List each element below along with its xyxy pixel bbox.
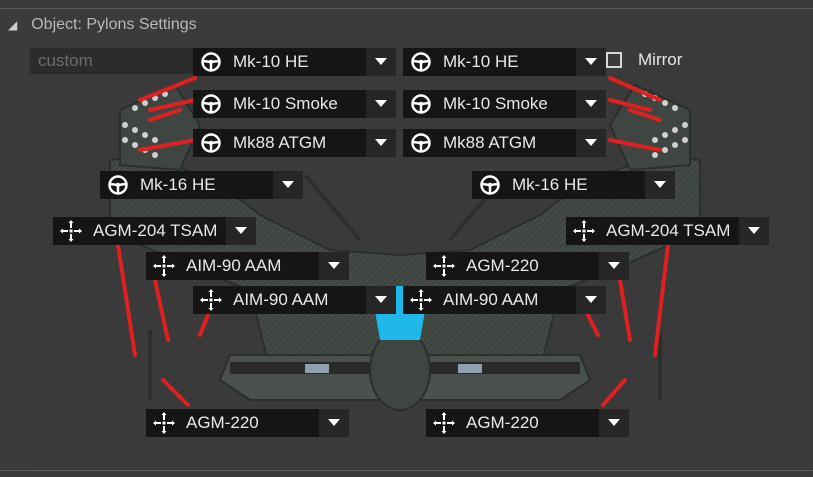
- pylon-weapon-label: AIM-90 AAM: [186, 256, 282, 275]
- pylon-7-dropdown[interactable]: Mk-16 HE: [100, 171, 303, 199]
- chevron-down-icon[interactable]: [576, 286, 606, 314]
- pylon-weapon-label: Mk-10 Smoke: [233, 94, 338, 113]
- pylon-6-dropdown[interactable]: Mk88 ATGM: [403, 129, 606, 157]
- steering-wheel-icon: [193, 90, 229, 118]
- crosshair-icon: [193, 286, 229, 314]
- pylon-weapon-label: AGM-220: [186, 413, 259, 432]
- pylon-5-dropdown[interactable]: Mk88 ATGM: [193, 129, 396, 157]
- steering-wheel-icon: [403, 90, 439, 118]
- panel-bottom-divider: [0, 470, 813, 471]
- mirror-toggle[interactable]: Mirror: [606, 50, 682, 70]
- crosshair-icon: [146, 252, 182, 280]
- steering-wheel-icon: [403, 129, 439, 157]
- pylon-weapon-label: AIM-90 AAM: [443, 290, 539, 309]
- pylon-weapon-label: Mk-10 HE: [443, 52, 519, 71]
- collapse-triangle-icon[interactable]: ◢: [8, 18, 18, 32]
- panel-header[interactable]: ◢ Object: Pylons Settings: [8, 14, 197, 36]
- pylon-weapon-label: AGM-204 TSAM: [606, 221, 731, 240]
- crosshair-icon: [53, 217, 89, 245]
- steering-wheel-icon: [193, 129, 229, 157]
- steering-wheel-icon: [472, 171, 508, 199]
- pylon-12-dropdown[interactable]: AGM-220: [426, 252, 629, 280]
- pylon-weapon-label: Mk-16 HE: [140, 175, 216, 194]
- pylon-15-dropdown[interactable]: AGM-220: [146, 409, 349, 437]
- pylon-weapon-label: Mk88 ATGM: [443, 133, 537, 152]
- pylon-weapon-label: AGM-220: [466, 256, 539, 275]
- crosshair-icon: [146, 409, 182, 437]
- chevron-down-icon[interactable]: [739, 217, 769, 245]
- pylon-4-dropdown[interactable]: Mk-10 Smoke: [403, 90, 606, 118]
- pylon-16-dropdown[interactable]: AGM-220: [426, 409, 629, 437]
- chevron-down-icon[interactable]: [366, 48, 396, 76]
- pylon-weapon-label: Mk-16 HE: [512, 175, 588, 194]
- pylon-1-dropdown[interactable]: Mk-10 HE: [193, 48, 396, 76]
- pylon-8-dropdown[interactable]: Mk-16 HE: [472, 171, 675, 199]
- pylon-11-dropdown[interactable]: AIM-90 AAM: [146, 252, 349, 280]
- pylon-2-dropdown[interactable]: Mk-10 HE: [403, 48, 606, 76]
- chevron-down-icon[interactable]: [226, 217, 256, 245]
- chevron-down-icon[interactable]: [366, 129, 396, 157]
- chevron-down-icon[interactable]: [576, 90, 606, 118]
- panel-top-divider: [0, 8, 813, 9]
- chevron-down-icon[interactable]: [599, 409, 629, 437]
- pylon-weapon-label: Mk88 ATGM: [233, 133, 327, 152]
- pylon-weapon-label: Mk-10 HE: [233, 52, 309, 71]
- preset-select[interactable]: custom: [30, 48, 200, 74]
- chevron-down-icon[interactable]: [319, 252, 349, 280]
- crosshair-icon: [426, 252, 462, 280]
- crosshair-icon: [426, 409, 462, 437]
- pylon-13-dropdown[interactable]: AIM-90 AAM: [193, 286, 396, 314]
- pylon-14-dropdown[interactable]: AIM-90 AAM: [403, 286, 606, 314]
- panel-title: Object: Pylons Settings: [31, 16, 197, 33]
- mirror-label: Mirror: [638, 50, 683, 69]
- chevron-down-icon[interactable]: [576, 129, 606, 157]
- crosshair-icon: [403, 286, 439, 314]
- pylon-9-dropdown[interactable]: AGM-204 TSAM: [53, 217, 256, 245]
- pylon-weapon-label: AIM-90 AAM: [233, 290, 329, 309]
- chevron-down-icon[interactable]: [366, 90, 396, 118]
- pylon-weapon-label: AGM-220: [466, 413, 539, 432]
- steering-wheel-icon: [193, 48, 229, 76]
- steering-wheel-icon: [403, 48, 439, 76]
- crosshair-icon: [566, 217, 602, 245]
- chevron-down-icon[interactable]: [576, 48, 606, 76]
- steering-wheel-icon: [100, 171, 136, 199]
- chevron-down-icon[interactable]: [645, 171, 675, 199]
- chevron-down-icon[interactable]: [273, 171, 303, 199]
- chevron-down-icon[interactable]: [319, 409, 349, 437]
- pylon-10-dropdown[interactable]: AGM-204 TSAM: [566, 217, 769, 245]
- mirror-checkbox[interactable]: [606, 52, 622, 68]
- pylon-3-dropdown[interactable]: Mk-10 Smoke: [193, 90, 396, 118]
- pylon-weapon-label: AGM-204 TSAM: [93, 221, 218, 240]
- chevron-down-icon[interactable]: [599, 252, 629, 280]
- chevron-down-icon[interactable]: [366, 286, 396, 314]
- pylon-weapon-label: Mk-10 Smoke: [443, 94, 548, 113]
